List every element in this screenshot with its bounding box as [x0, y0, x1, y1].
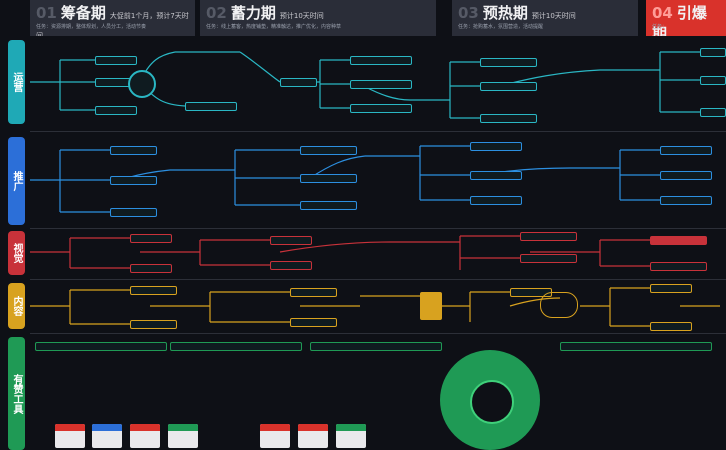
- promo-node: [470, 196, 522, 205]
- phase-name: 蓄力期: [230, 4, 276, 22]
- visual-node: [130, 234, 172, 243]
- promo-node: [660, 196, 712, 205]
- promo-node: [470, 142, 522, 151]
- ops-node: [350, 104, 412, 113]
- tool-card: [130, 424, 160, 448]
- band-divider: [30, 131, 726, 132]
- visual-node: [520, 254, 577, 263]
- phase-plan: 预计10天时间: [531, 12, 576, 20]
- tool-card: [298, 424, 328, 448]
- promo-node: [660, 146, 712, 155]
- category-tab-visual: 视觉: [8, 231, 25, 275]
- category-tab-content: 内容: [8, 283, 25, 329]
- ops-node: [700, 48, 726, 57]
- phase-name: 预热期: [482, 4, 528, 22]
- ops-node: [700, 76, 726, 85]
- promo-node: [470, 171, 522, 180]
- tool-card: [55, 424, 85, 448]
- category-label: 运营: [11, 72, 22, 92]
- visual-node: [650, 262, 707, 271]
- tool-card: [336, 424, 366, 448]
- promo-node: [660, 171, 712, 180]
- category-label: 内容: [11, 296, 22, 316]
- content-node: [420, 292, 442, 320]
- category-tab-promo: 推广: [8, 137, 25, 225]
- category-label: 视觉: [11, 243, 22, 263]
- phase-plan: 预计10天时间: [279, 12, 324, 20]
- phase-number: 03: [458, 4, 479, 22]
- ops-node: [480, 82, 537, 91]
- category-label: 有赞工具: [11, 373, 22, 414]
- tools-wheel-core: [470, 380, 514, 424]
- content-node: [130, 320, 177, 329]
- band-divider: [30, 279, 726, 280]
- phase-task: 任务：资源排期，整体规划，人员分工，活动节奏: [36, 24, 147, 30]
- visual-node: [130, 264, 172, 273]
- phase-number: 02: [206, 4, 227, 22]
- phase-number: 04: [652, 4, 673, 22]
- promo-node: [300, 146, 357, 155]
- ops-node: [350, 56, 412, 65]
- content-hub: [540, 292, 578, 318]
- promo-node: [300, 174, 357, 183]
- visual-node: [270, 261, 312, 270]
- ops-node: [480, 114, 537, 123]
- ops-node: [280, 78, 317, 87]
- tools-node: [310, 342, 442, 351]
- promo-node: [110, 208, 157, 217]
- ops-hub: [128, 70, 156, 98]
- tools-node: [170, 342, 302, 351]
- tools-node: [560, 342, 712, 351]
- visual-node: [650, 236, 707, 245]
- band-divider: [30, 333, 726, 334]
- ops-node: [185, 102, 237, 111]
- visual-node: [270, 236, 312, 245]
- tool-card: [260, 424, 290, 448]
- category-tab-tools: 有赞工具: [8, 337, 25, 450]
- tools-node: [35, 342, 167, 351]
- phase-name: 引爆期: [652, 4, 707, 36]
- promo-node: [110, 146, 157, 155]
- phase-plan: 大促前1个月，预计7天时间: [36, 12, 189, 36]
- visual-node: [520, 232, 577, 241]
- band-divider: [30, 228, 726, 229]
- phase-task: 任务：线上蓄客，热度铺垫，精准触达，推广优化，内容种草: [206, 24, 342, 30]
- ops-node: [350, 80, 412, 89]
- content-node: [130, 286, 177, 295]
- content-node: [290, 288, 337, 297]
- promo-node: [300, 201, 357, 210]
- tool-card: [168, 424, 198, 448]
- category-tab-ops: 运营: [8, 40, 25, 124]
- ops-node: [95, 106, 137, 115]
- ops-node: [700, 108, 726, 117]
- category-label: 推广: [11, 171, 22, 191]
- tool-card: [92, 424, 122, 448]
- content-node: [650, 322, 692, 331]
- phase-name: 筹备期: [60, 4, 106, 22]
- phase-number: 01: [36, 4, 57, 22]
- phase-task: 任务：: [652, 24, 668, 30]
- content-node: [290, 318, 337, 327]
- content-node: [650, 284, 692, 293]
- promo-node: [110, 176, 157, 185]
- ops-node: [480, 58, 537, 67]
- phase-task: 任务：抢购蓄水，氛围营造，活动提醒: [458, 24, 544, 30]
- ops-node: [95, 56, 137, 65]
